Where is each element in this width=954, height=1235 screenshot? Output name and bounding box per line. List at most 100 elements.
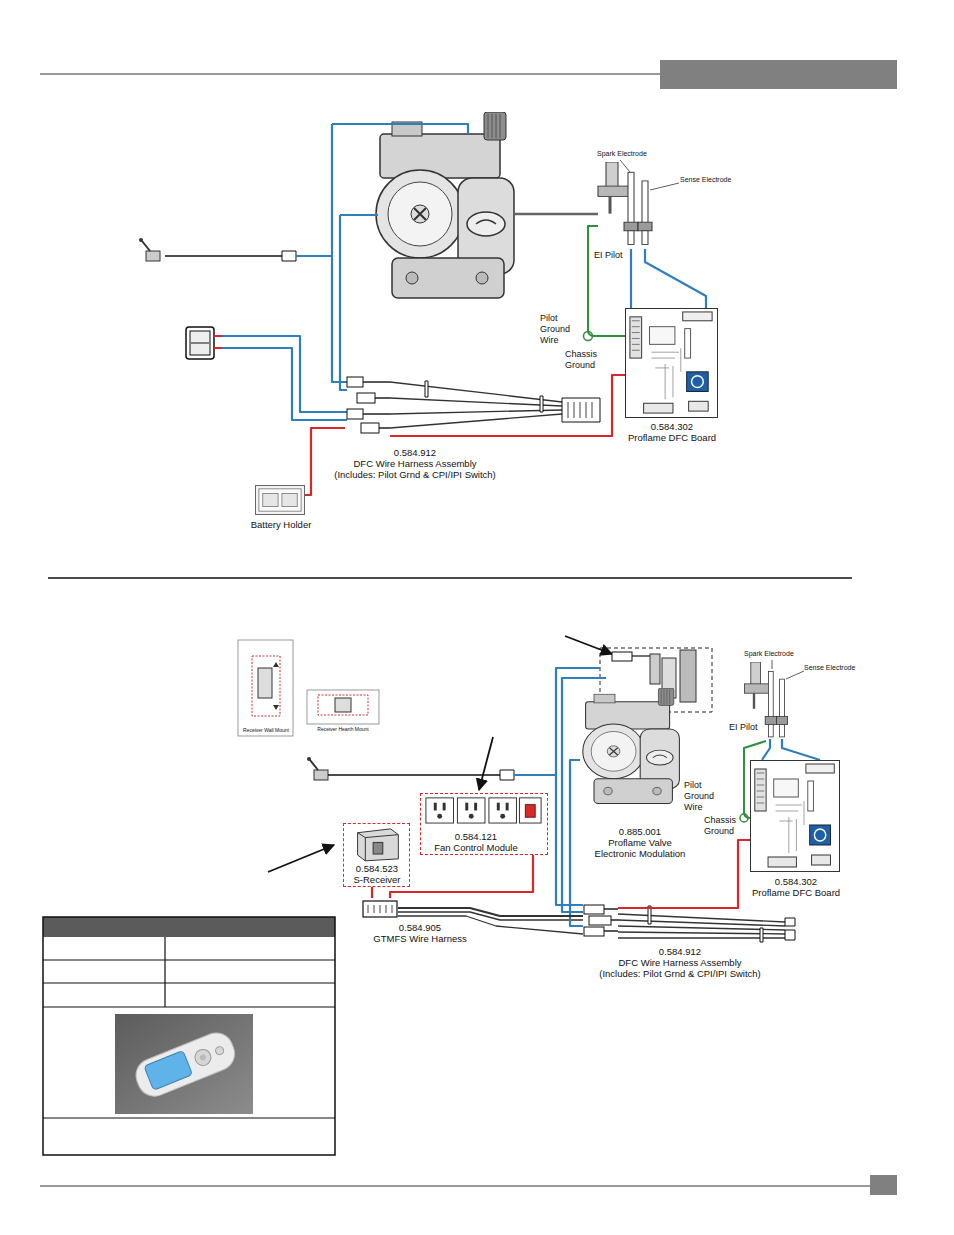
- igniter-group: [612, 652, 632, 661]
- remote-photo: [193, 1047, 214, 1068]
- remote-photo: [144, 1050, 193, 1090]
- page-header: [40, 60, 897, 89]
- wire: [782, 739, 820, 760]
- page-footer: [40, 1185, 870, 1187]
- wire-harness: 0.584.912DFC Wire Harness Assembly(Inclu…: [345, 372, 390, 440]
- part-name: (Includes: Pilot Grnd & CPI/IPI Switch): [334, 469, 496, 480]
- wire: [214, 336, 222, 348]
- wire-harness-art: [355, 382, 390, 428]
- pointer-arrow: [565, 636, 612, 654]
- receiver-wall-mount: [252, 656, 280, 716]
- wire-harness-art: [584, 905, 604, 914]
- control-board-art: [692, 376, 704, 388]
- wire: [588, 226, 625, 336]
- fan-control-module-art: [426, 798, 454, 823]
- wire-harness-art: [347, 409, 363, 419]
- control-board-art: [644, 403, 673, 413]
- battery-holder-art: [256, 486, 304, 514]
- gas-valve-art: [583, 688, 680, 804]
- wire: [740, 814, 748, 822]
- control-board-art: [630, 317, 642, 358]
- control-board-art: [768, 857, 796, 867]
- part-caption: 0.885.001Proflame Valve Electronic Modul…: [590, 826, 690, 859]
- part-caption: 0.584.121Fan Control Module: [434, 831, 517, 853]
- fan-control-module-art: [497, 803, 500, 811]
- rocker-switch: [186, 327, 214, 359]
- battery-holder: Battery Holder: [255, 485, 305, 515]
- part-name: Proflame DFC Board: [628, 432, 716, 443]
- wire-connector: [398, 908, 583, 916]
- pilot-assembly: [598, 162, 652, 245]
- igniter-group: [650, 654, 660, 684]
- remote-table: [43, 917, 335, 937]
- wire: [540, 396, 543, 412]
- part-caption: Battery Holder: [251, 519, 312, 530]
- part-label: Chassis Ground: [565, 349, 605, 371]
- toggle-switch: [142, 241, 150, 251]
- control-board-art: [812, 855, 831, 865]
- receiver-hearth-mount: [318, 695, 368, 715]
- wire: [760, 928, 763, 942]
- toggle-switch: [307, 757, 311, 761]
- toggle-switch: [307, 757, 328, 780]
- page-footer: [870, 1175, 897, 1195]
- fan-control-module-art: [525, 805, 535, 818]
- control-board-art: [649, 327, 674, 345]
- remote-photo: [131, 1028, 240, 1101]
- wire: [568, 402, 592, 418]
- part-label: Chassis Ground: [704, 815, 740, 837]
- rocker-switch: [191, 343, 209, 344]
- section-divider: [48, 577, 852, 579]
- wire: [340, 214, 378, 216]
- control-board-art: [776, 801, 804, 853]
- wire-harness: 0.584.912DFC Wire Harness Assembly(Inclu…: [583, 903, 618, 940]
- part-number: 0.584.905: [373, 922, 466, 933]
- control-board: 0.584.302Proflame DFC Board: [625, 308, 718, 418]
- part-name: Proflame DFC Board: [752, 887, 840, 898]
- caption-label: Receiver Hearth Mount: [309, 726, 377, 732]
- control-board-art: [683, 312, 712, 321]
- rocker-switch: [186, 327, 214, 359]
- part-name: (Includes: Pilot Grnd & CPI/IPI Switch): [599, 968, 761, 979]
- wire: [785, 918, 795, 926]
- control-board: 0.584.302Proflame DFC Board: [750, 760, 840, 872]
- battery-holder-art: [263, 493, 278, 506]
- wire-harness-art: [583, 903, 618, 940]
- wire: [165, 255, 282, 257]
- control-board-art: [689, 401, 709, 411]
- fan-control-module-art: [500, 814, 505, 819]
- control-board-art: [808, 781, 814, 811]
- wire-harness-art: [589, 916, 611, 925]
- wire-harness-art: [362, 898, 398, 920]
- fan-control-module-art: [506, 803, 509, 811]
- wire-harness-art: [347, 377, 363, 387]
- receiver-hearth-mount: [335, 698, 351, 712]
- part-name: Proflame Valve Electronic Modulation: [590, 837, 690, 859]
- receiver-wall-mount: [273, 662, 279, 710]
- receiver-wall-mount: [238, 640, 293, 736]
- gas-valve: 0.885.001Proflame Valve Electronic Modul…: [580, 688, 685, 806]
- part-label: Sense Electrode: [804, 664, 855, 672]
- remote-photo: [199, 1054, 207, 1062]
- remote-photo: [214, 1045, 224, 1055]
- wire: [514, 774, 556, 776]
- part-caption: 0.584.523S-Receiver: [354, 863, 401, 885]
- wire: [328, 660, 820, 942]
- part-caption: 0.584.905GTMFS Wire Harness: [373, 922, 466, 944]
- wire-harness-art: [361, 423, 379, 433]
- wire: [282, 251, 296, 261]
- wire-connector: [390, 855, 533, 898]
- wire-connector: [305, 428, 345, 495]
- part-caption: 0.584.302Proflame DFC Board: [628, 421, 716, 443]
- wire: [222, 348, 347, 420]
- wire: [584, 332, 593, 341]
- part-caption: 0.584.912DFC Wire Harness Assembly(Inclu…: [334, 447, 496, 480]
- part-label: Pilot Ground Wire: [540, 313, 578, 345]
- caption-label: Receiver Wall Mount: [240, 727, 292, 733]
- wire-harness-art: [584, 927, 604, 936]
- remote-photo: [115, 1014, 253, 1114]
- pointer-arrow: [479, 737, 493, 790]
- part-number: 0.584.912: [334, 447, 496, 458]
